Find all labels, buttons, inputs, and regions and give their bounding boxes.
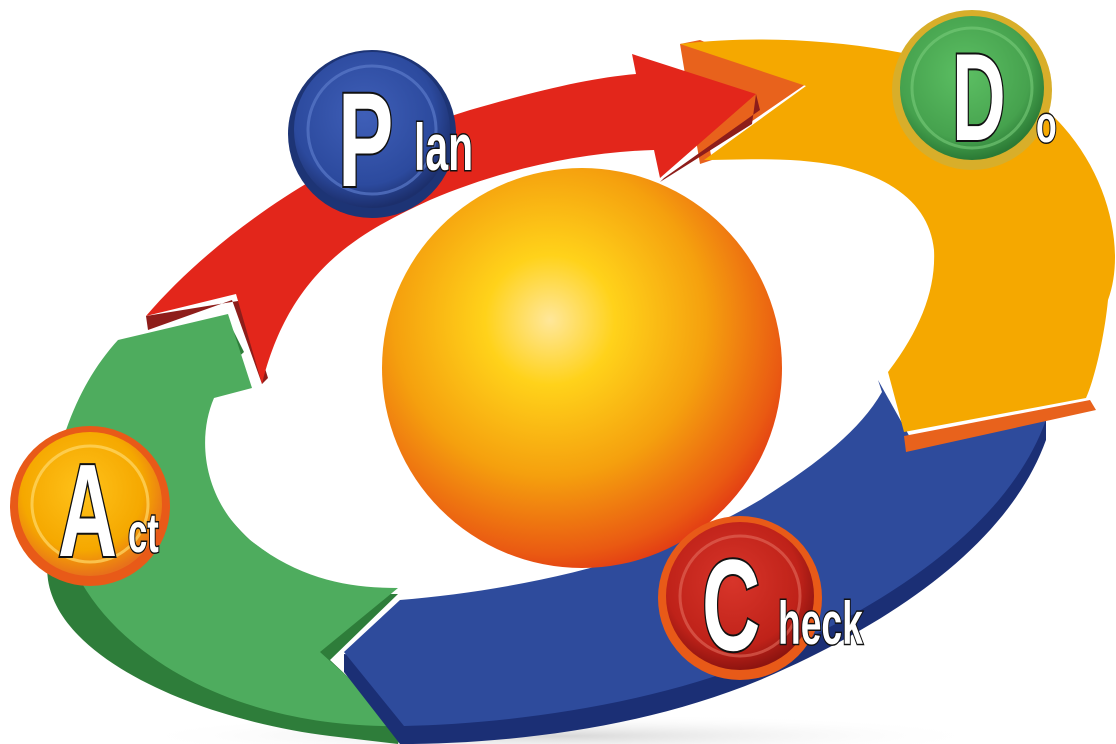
plan-initial-letter: P <box>338 65 393 215</box>
act-label-rest: ct <box>128 502 159 565</box>
plan-badge <box>288 50 456 218</box>
check-label-rest: heck <box>778 590 863 657</box>
plan-label-rest: lan <box>414 110 473 185</box>
do-initial-letter: D <box>952 27 1006 166</box>
act-initial-letter: A <box>58 438 117 585</box>
check-badge <box>658 516 822 680</box>
check-initial-letter: C <box>702 532 760 677</box>
act-arrow <box>46 314 403 744</box>
do-badge <box>892 10 1052 170</box>
act-badge <box>10 426 170 586</box>
center-sphere <box>382 168 782 568</box>
plan-arrow <box>146 54 760 384</box>
do-label-rest: o <box>1036 96 1057 154</box>
